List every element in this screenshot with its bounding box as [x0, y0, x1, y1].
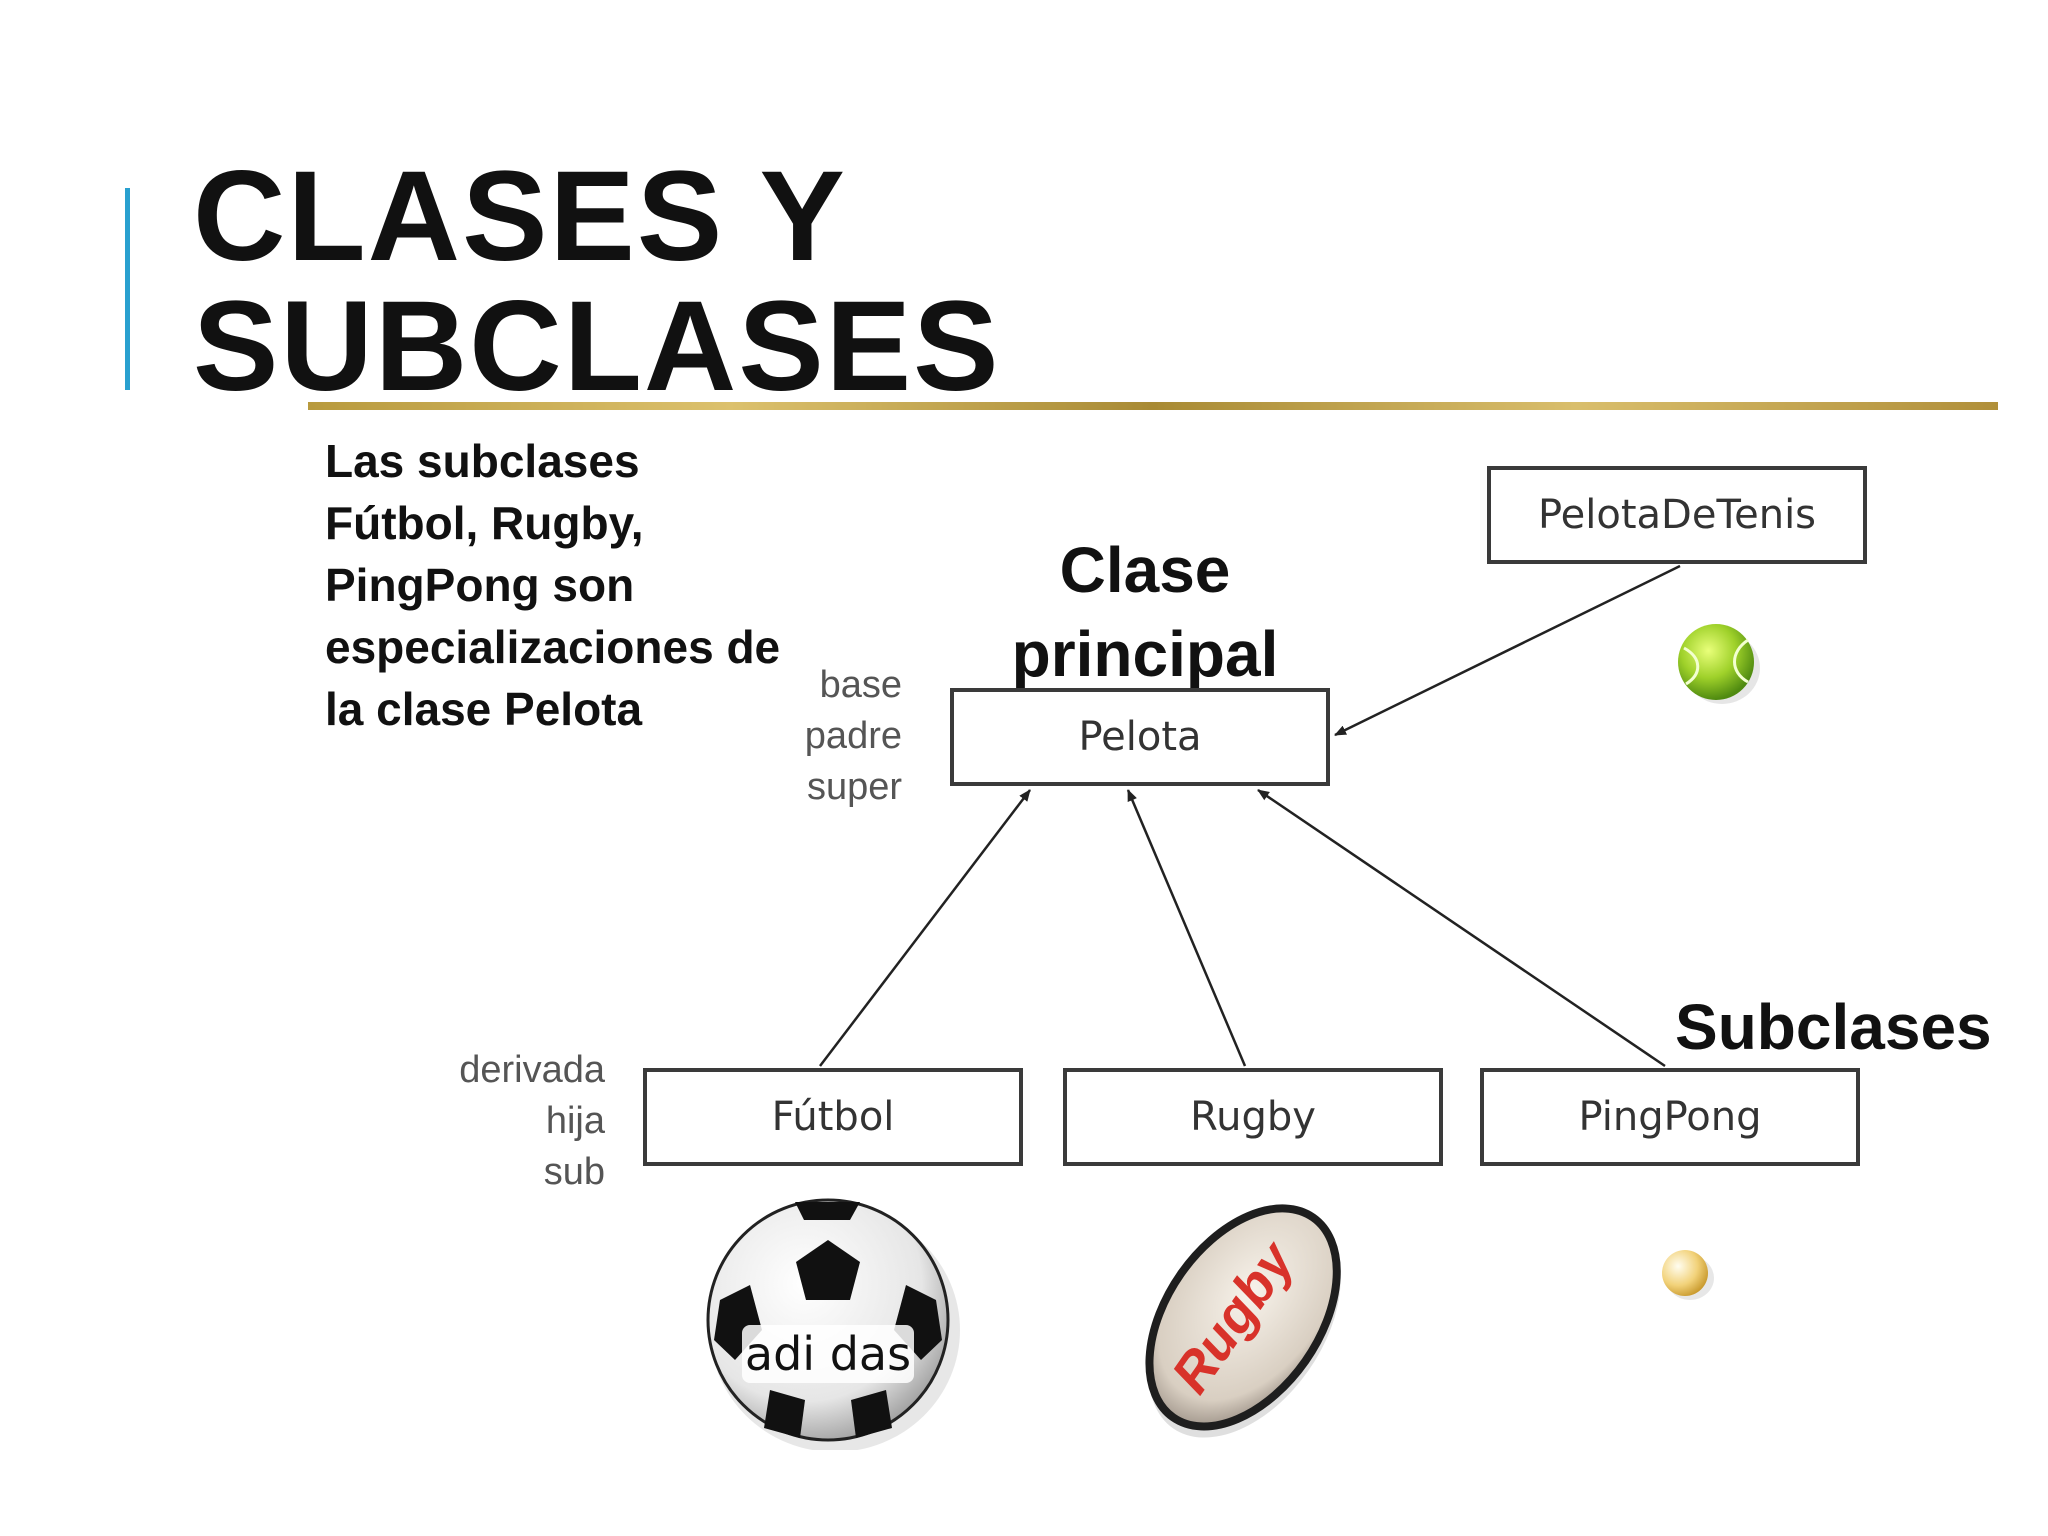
role-hija: hija [545, 1100, 605, 1142]
accent-bar [125, 188, 130, 390]
class-box-rugby: Rugby [1063, 1068, 1443, 1166]
callout-subclasses: Subclases [1675, 991, 1992, 1063]
role-super: super [806, 766, 902, 808]
football-brand-text: adi das [745, 1327, 911, 1381]
title-line-2: SUBCLASES [193, 275, 1001, 418]
class-box-futbol: Fútbol [643, 1068, 1023, 1166]
arrow-rugby-to-pelota [1126, 789, 1247, 1067]
rugby-ball-icon: Rugby [1145, 1204, 1341, 1438]
arrow-tenis-to-pelota [1334, 564, 1681, 737]
derived-role-labels: derivada hija sub [420, 1045, 605, 1198]
class-box-pelotadetenis: PelotaDeTenis [1487, 466, 1867, 564]
arrow-futbol-to-pelota [819, 789, 1031, 1067]
role-base: base [819, 664, 902, 706]
description-text: Las subclases Fútbol, Rugby, PingPong so… [325, 435, 781, 735]
callout-main-class: Clase principal [985, 528, 1305, 696]
title-line-1: CLASES Y [193, 145, 847, 288]
role-padre: padre [804, 715, 902, 757]
football-icon: adi das [706, 1198, 960, 1450]
callout-main-line-2: principal [1011, 618, 1279, 690]
class-box-pingpong: PingPong [1480, 1068, 1860, 1166]
role-derivada: derivada [459, 1049, 605, 1091]
arrow-pingpong-to-pelota [1257, 788, 1666, 1068]
base-role-labels: base padre super [760, 660, 902, 813]
slide-title: CLASES Y SUBCLASES [193, 152, 1000, 412]
tennis-ball-icon [1678, 624, 1760, 704]
callout-main-line-1: Clase [1059, 534, 1231, 606]
pingpong-ball-icon [1662, 1250, 1714, 1300]
title-underline [308, 402, 1998, 410]
class-box-pelota: Pelota [950, 688, 1330, 786]
role-sub: sub [543, 1151, 605, 1193]
